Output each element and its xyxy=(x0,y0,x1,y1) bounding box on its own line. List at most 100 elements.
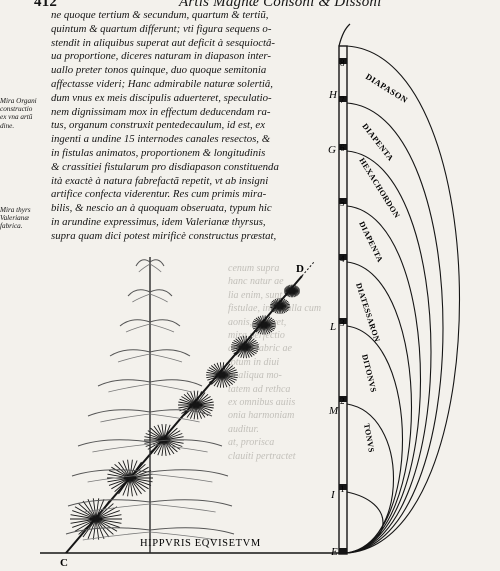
reed-node xyxy=(270,297,290,315)
node-spike xyxy=(153,425,165,441)
text-line: dum vnus ex meis discipulis aduerteret, … xyxy=(51,91,272,104)
node-core xyxy=(277,303,283,309)
node-core xyxy=(219,372,225,378)
reed-node xyxy=(231,335,259,359)
bleed-line: ex omnibus auiis xyxy=(228,397,296,409)
node-spike xyxy=(163,424,167,441)
point-label-d: D xyxy=(296,263,304,275)
marginal-note-organ: Mira Organi constructio ex vna artũ dine… xyxy=(0,97,48,130)
interval-arc xyxy=(346,102,444,554)
pole-band xyxy=(339,96,347,102)
pole-band xyxy=(339,198,347,204)
node-spike xyxy=(163,424,171,441)
reed-node xyxy=(206,362,238,388)
margin-line: Mira Organi xyxy=(0,97,37,105)
node-spike xyxy=(74,518,97,532)
node-spike xyxy=(221,371,238,376)
node-spike xyxy=(82,500,97,520)
page-number: 412 xyxy=(34,0,58,10)
scale-number: 3 xyxy=(340,318,345,328)
text-line: affectasse videri; Hanc admirabile natur… xyxy=(51,77,273,90)
text-line: bilis, & nescio an à quoquam obseruata, … xyxy=(51,202,272,215)
pole-top xyxy=(338,23,351,47)
node-spike xyxy=(195,396,211,406)
node-spike xyxy=(129,477,149,490)
interval-label: DIAPENTA xyxy=(357,220,385,264)
node-spike xyxy=(95,506,118,520)
node-spike xyxy=(178,401,197,406)
pole-band xyxy=(339,58,347,64)
node-spike xyxy=(221,374,238,379)
margin-line: ex vna artũ xyxy=(0,113,33,122)
node-core xyxy=(289,288,295,294)
leaf xyxy=(149,289,173,297)
figure-caption: HIPPVRIS EQVISETVM xyxy=(140,538,261,549)
text-line: & crassitiei fistularum pro disdiapason … xyxy=(51,160,279,173)
node-spike xyxy=(163,427,178,441)
pole-band xyxy=(339,484,347,490)
bleed-line: auditu fabric ae xyxy=(228,343,292,355)
leaf xyxy=(119,319,151,327)
node-spike xyxy=(163,439,178,453)
node-spike xyxy=(157,439,165,456)
text-line: ingenti a undine 15 internodes canales r… xyxy=(51,133,271,146)
leaf-whorl xyxy=(135,259,165,273)
node-spike xyxy=(108,477,131,486)
node-spike xyxy=(195,404,211,414)
node-spike xyxy=(129,477,138,496)
running-title: Artis Magnæ Consoni & Dissoni xyxy=(179,0,382,10)
bleed-line: at, prorisca xyxy=(228,437,275,449)
node-spike xyxy=(78,518,97,535)
node-spike xyxy=(157,424,165,441)
text-line: in arundine expressimus, idem Valerianæ … xyxy=(51,215,266,228)
node-spike xyxy=(144,436,165,441)
bleed-line: in aliqua mo- xyxy=(228,370,282,382)
node-spike xyxy=(195,401,214,406)
scale-pole xyxy=(338,45,348,555)
leaf xyxy=(100,413,151,423)
leaf xyxy=(149,293,168,303)
pole-band xyxy=(339,318,347,324)
scale-letter: E xyxy=(330,546,338,558)
node-spike xyxy=(195,404,213,412)
interval-arc xyxy=(346,261,413,554)
node-spike xyxy=(150,439,165,453)
node-spike xyxy=(82,518,97,538)
node-core xyxy=(193,402,199,408)
node-spike xyxy=(195,398,213,406)
node-spike xyxy=(74,506,97,520)
node-spike xyxy=(163,439,183,447)
margin-line: Valerianæ xyxy=(0,214,30,223)
node-spike xyxy=(95,498,100,520)
scale-number: 8 xyxy=(340,58,345,68)
leaf xyxy=(87,473,151,483)
interval-label: TONVS xyxy=(362,423,376,454)
scale-letter: L xyxy=(329,321,336,333)
interval-arcs xyxy=(346,45,460,554)
node-spike xyxy=(129,477,142,495)
interval-arc xyxy=(346,150,432,554)
leaf xyxy=(149,443,208,453)
node-spike xyxy=(163,439,167,456)
node-spike xyxy=(163,439,181,450)
leaf xyxy=(87,409,151,417)
pole-band xyxy=(339,396,347,402)
margin-line: dine. xyxy=(0,121,15,130)
node-spike xyxy=(163,439,171,456)
leaf xyxy=(149,379,203,387)
leaf xyxy=(149,499,233,507)
leaf xyxy=(127,289,151,297)
node-spike xyxy=(95,514,122,520)
node-spike xyxy=(107,473,131,479)
leaf xyxy=(149,473,213,483)
leaf xyxy=(149,319,181,327)
node-spike xyxy=(178,404,197,409)
leaf-whorl xyxy=(71,469,229,483)
text-line: ità exactè à natura fabrefactã repetit, … xyxy=(51,174,269,187)
leaf xyxy=(108,383,151,393)
node-spike xyxy=(92,498,97,520)
node-spike xyxy=(150,427,165,441)
bleed-line: cenum supra xyxy=(228,263,280,274)
node-spike xyxy=(129,473,153,479)
